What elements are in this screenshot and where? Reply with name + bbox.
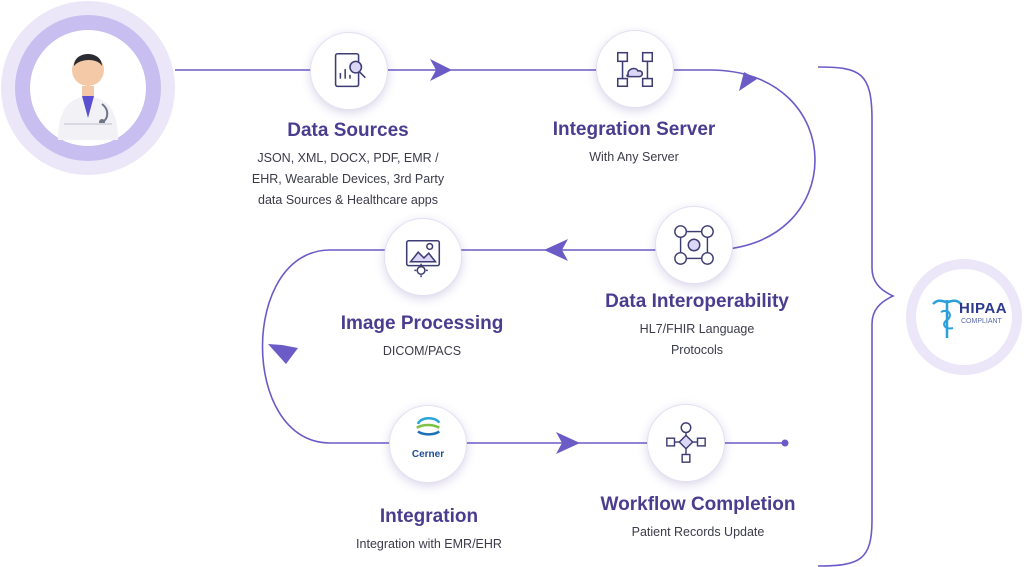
workflow-completion-label: Workflow Completion Patient Records Upda…: [568, 494, 828, 543]
hipaa-logo-subtext: COMPLIANT: [961, 318, 1002, 325]
data-sources-desc: JSON, XML, DOCX, PDF, EMR / EHR, Wearabl…: [228, 148, 468, 211]
arrow-down-right: [739, 72, 757, 91]
image-processing-label: Image Processing DICOM/PACS: [302, 313, 542, 362]
desc-line: Integration with EMR/EHR: [356, 537, 502, 551]
integration-server-desc: With Any Server: [518, 147, 750, 168]
hipaa-logo-text: HIPAA: [959, 300, 1008, 317]
data-interoperability-desc: HL7/FHIR Language Protocols: [577, 319, 817, 361]
flow-end-dot: [781, 439, 789, 447]
image-processing-title: Image Processing: [340, 313, 504, 334]
integration-server-title: Integration Server: [552, 119, 716, 140]
cerner-logo: [416, 416, 441, 436]
arrow-right-top: [430, 59, 452, 81]
workflow-completion-desc: Patient Records Update: [568, 522, 828, 543]
cerner-logo-text: Cerner: [411, 449, 445, 460]
arrow-down-left: [268, 344, 298, 364]
server-network-icon: [616, 51, 654, 88]
integration-server-label: Integration Server With Any Server: [518, 119, 750, 168]
bracket-line: [817, 66, 895, 567]
data-interoperability-label: Data Interoperability HL7/FHIR Language …: [577, 291, 817, 361]
desc-line: DICOM/PACS: [382, 344, 462, 358]
image-gear-icon: [405, 239, 441, 278]
avatar: [0, 0, 176, 176]
document-search-icon: [334, 52, 366, 88]
data-interoperability-title: Data Interoperability: [605, 291, 789, 312]
data-sources-label: Data Sources JSON, XML, DOCX, PDF, EMR /…: [228, 120, 468, 211]
caduceus-icon: [906, 259, 1022, 375]
desc-line: HL7/FHIR Language: [639, 322, 755, 336]
doctor-icon: [1, 1, 175, 175]
image-processing-desc: DICOM/PACS: [302, 341, 542, 362]
arrow-right-bottom: [556, 432, 580, 454]
workflow-completion-title: Workflow Completion: [600, 494, 796, 515]
data-sources-node: [310, 32, 388, 110]
people-network-icon: [674, 225, 714, 265]
integration-node: Cerner: [389, 405, 467, 483]
data-interoperability-node: [655, 206, 733, 284]
desc-line: EHR, Wearable Devices, 3rd Party: [251, 172, 445, 186]
integration-title: Integration: [379, 506, 479, 527]
desc-line: Patient Records Update: [631, 525, 765, 539]
integration-label: Integration Integration with EMR/EHR: [309, 506, 549, 555]
integration-desc: Integration with EMR/EHR: [309, 534, 549, 555]
desc-line: JSON, XML, DOCX, PDF, EMR /: [257, 151, 439, 165]
hipaa-badge: HIPAA COMPLIANT: [905, 258, 1023, 376]
desc-line: Protocols: [670, 343, 724, 357]
data-sources-title: Data Sources: [287, 120, 409, 141]
image-processing-node: [384, 218, 462, 296]
desc-line: data Sources & Healthcare apps: [258, 193, 438, 207]
flowchart-icon: [666, 422, 706, 463]
integration-server-node: [596, 30, 674, 108]
workflow-completion-node: [647, 404, 725, 482]
arrow-left-middle: [544, 239, 568, 261]
desc-line: With Any Server: [589, 150, 679, 164]
